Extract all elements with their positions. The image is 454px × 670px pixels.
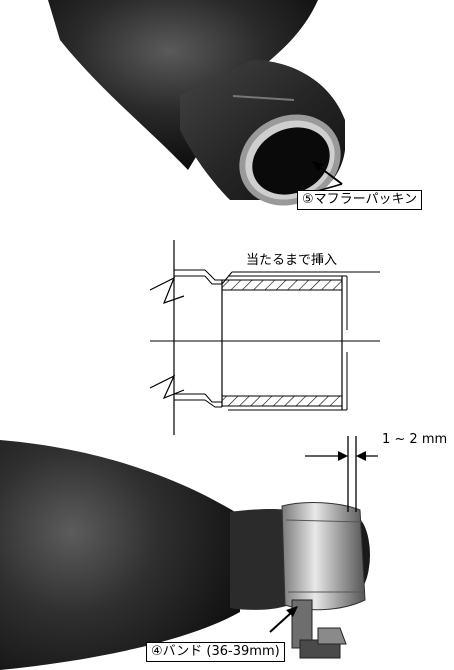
gap-dimension-label: 1 ~ 2 mm [382, 432, 448, 447]
muffler-packing-photo [48, 0, 345, 206]
muffler-band-photo [0, 436, 378, 670]
muffler-packing-label: ⑤マフラーパッキン [297, 190, 423, 210]
insert-until-contact-label: 当たるまで挿入 [246, 253, 338, 268]
band-label: ④バンド (36-39mm) [146, 642, 285, 662]
insertion-cross-section-diagram [149, 240, 380, 435]
